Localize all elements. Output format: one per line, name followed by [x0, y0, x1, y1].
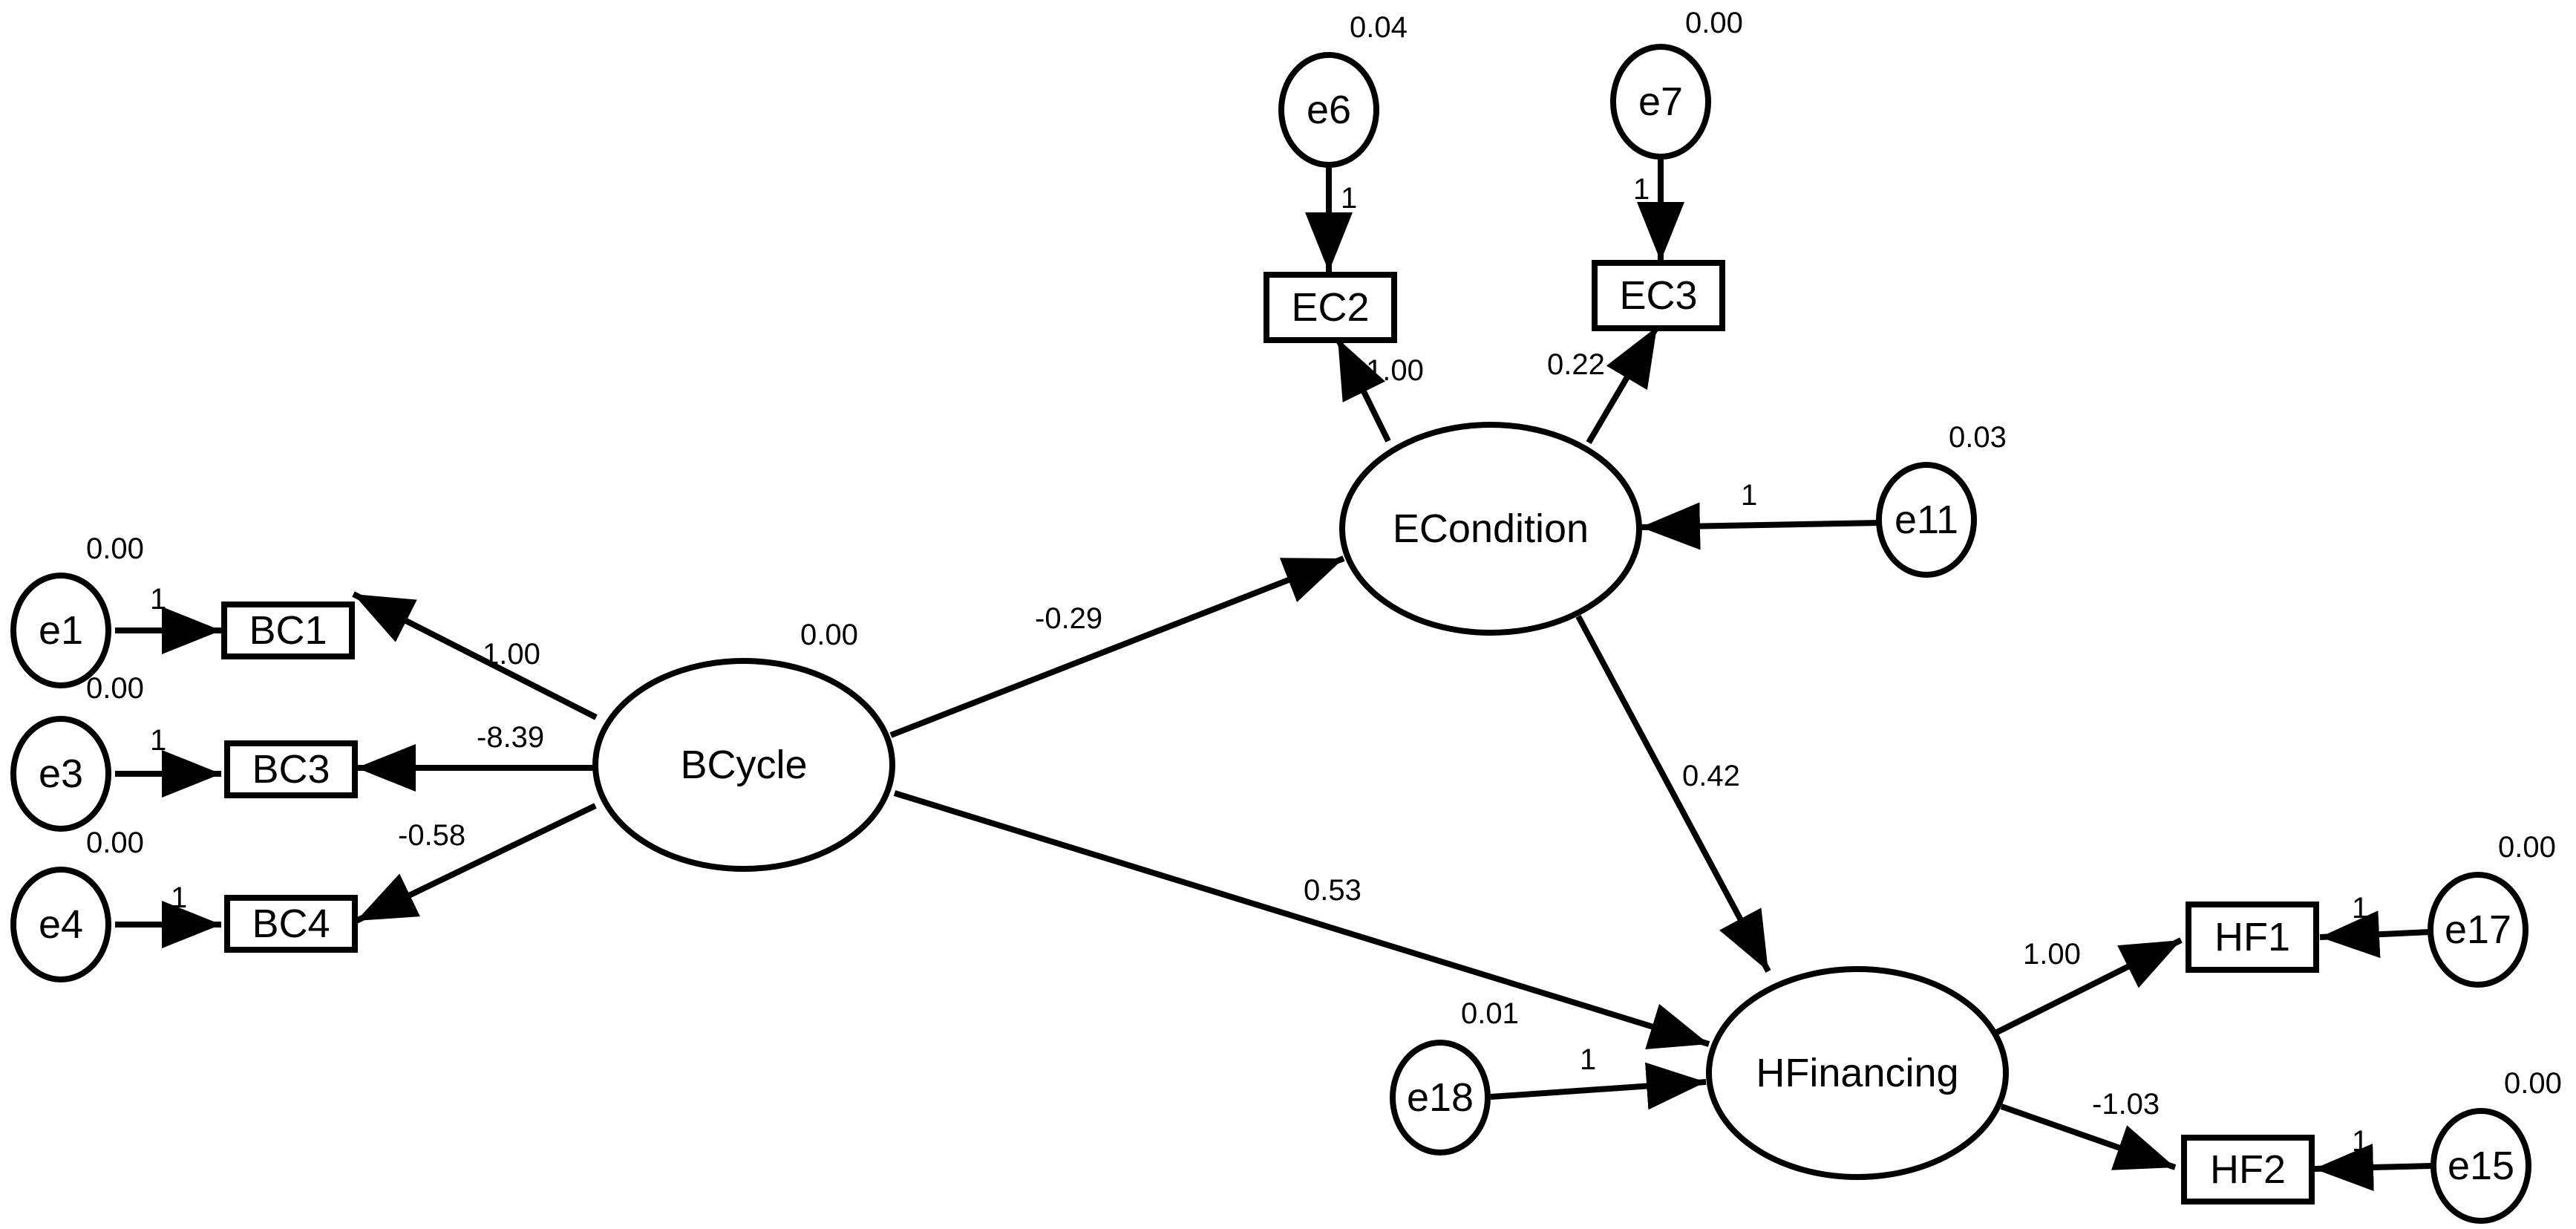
error-path-e15: 1 [2352, 1125, 2368, 1158]
path-BCycle-to-BC1 [352, 591, 598, 720]
error-path-e4: 1 [171, 881, 187, 914]
indicator-ec3-label: EC3 [1619, 273, 1697, 318]
latent-hfinancing-label: HFinancing [1756, 1051, 1958, 1095]
indicator-bc1: BC1 [221, 602, 355, 659]
coef-hfinancing-hf2: -1.03 [2092, 1088, 2160, 1121]
indicator-hf1-label: HF1 [2214, 915, 2290, 959]
error-e15-label: e15 [2448, 1144, 2514, 1188]
error-e11-label: e11 [1895, 498, 1958, 542]
variance-e7: 0.00 [1685, 7, 1743, 39]
error-terms: e1 e3 e4 e6 e7 e11 e17 e15 [10, 44, 2531, 1224]
error-e6-label: e6 [1307, 88, 1351, 132]
error-e3: e3 [10, 716, 111, 832]
coef-bcycle-bc4: -0.58 [398, 819, 465, 852]
error-path-e18: 1 [1580, 1043, 1596, 1076]
indicator-bc3: BC3 [224, 740, 358, 798]
latent-bcycle: BCycle [592, 658, 895, 872]
coef-econdition-ec2: 1.00 [1366, 354, 1424, 387]
path-BCycle-to-HFinancing [893, 790, 1710, 1050]
latent-bcycle-label: BCycle [680, 743, 807, 787]
error-e17: e17 [2428, 872, 2528, 988]
error-path-e17: 1 [2352, 892, 2368, 925]
latent-hfinancing: HFinancing [1706, 966, 2009, 1180]
path-HFinancing-to-HF2 [2000, 1104, 2177, 1170]
indicator-bc4-label: BC4 [252, 902, 330, 946]
error-e11: e11 [1876, 462, 1977, 578]
coef-hfinancing-hf1: 1.00 [2023, 938, 2081, 971]
observed-variables: BC1 BC3 BC4 EC2 EC3 HF1 HF2 [221, 260, 2319, 1204]
variance-e18: 0.01 [1461, 997, 1519, 1030]
error-e6: e6 [1278, 52, 1379, 168]
path-HFinancing-to-HF1 [1995, 937, 2183, 1035]
error-e18: e18 [1390, 1040, 1491, 1155]
path-e18-to-HFinancing [1490, 1062, 1707, 1110]
variance-e4: 0.00 [86, 827, 144, 859]
indicator-ec3: EC3 [1592, 260, 1725, 331]
error-e3-label: e3 [39, 752, 83, 796]
coef-bcycle-econdition: -0.29 [1035, 602, 1102, 635]
error-path-e7: 1 [1633, 173, 1650, 206]
error-path-e1: 1 [150, 583, 166, 616]
path-ECondition-to-HFinancing [1575, 615, 1771, 973]
coef-bcycle-bc3: -8.39 [477, 721, 544, 754]
latent-econdition-label: ECondition [1393, 506, 1589, 551]
error-e7: e7 [1610, 44, 1711, 160]
error-path-e3: 1 [150, 724, 166, 757]
path-BCycle-to-BC4 [355, 803, 597, 924]
coef-econdition-hfinancing: 0.42 [1682, 760, 1740, 792]
error-path-e11: 1 [1741, 479, 1757, 512]
path-ECondition-to-EC3 [1586, 325, 1660, 445]
error-e1-label: e1 [39, 608, 83, 653]
error-path-e6: 1 [1341, 182, 1357, 215]
variance-e11: 0.03 [1949, 421, 2007, 454]
path-coefficients: 1.00 -8.39 -0.58 -0.29 0.53 1.00 0.22 0.… [398, 348, 2160, 1121]
variance-e1: 0.00 [86, 532, 144, 565]
error-e4: e4 [10, 867, 111, 982]
variance-e6: 0.04 [1350, 11, 1408, 44]
indicator-hf2: HF2 [2181, 1135, 2315, 1204]
indicator-ec2-label: EC2 [1291, 285, 1369, 330]
indicator-bc1-label: BC1 [249, 608, 327, 653]
path-e11-to-ECondition [1640, 502, 1880, 550]
path-BCycle-to-ECondition [889, 555, 1345, 738]
latent-econdition: ECondition [1339, 422, 1642, 636]
path-ECondition-to-EC2 [1335, 337, 1391, 443]
indicator-bc4: BC4 [224, 895, 358, 953]
latent-variables: BCycle ECondition HFinancing [592, 422, 2009, 1180]
error-e4-label: e4 [39, 902, 83, 947]
indicator-bc3-label: BC3 [252, 747, 330, 792]
variance-labels: 0.00 0.00 0.00 0.04 0.00 0.03 0.00 0.00 … [86, 7, 2562, 1100]
error-e18-label: e18 [1407, 1075, 1474, 1120]
error-e15: e15 [2430, 1108, 2531, 1224]
variance-e17: 0.00 [2498, 831, 2556, 864]
variance-e15: 0.00 [2504, 1067, 2562, 1100]
variance-bcycle: 0.00 [800, 619, 858, 651]
path-e15-to-HF2 [2313, 1143, 2433, 1191]
variance-e3: 0.00 [86, 672, 144, 705]
indicator-hf2-label: HF2 [2210, 1147, 2286, 1192]
error-e7-label: e7 [1638, 79, 1683, 124]
indicator-hf1: HF1 [2186, 902, 2319, 973]
error-e17-label: e17 [2445, 907, 2511, 952]
edges [115, 152, 2433, 1191]
coef-econdition-ec3: 0.22 [1547, 348, 1605, 381]
error-e1: e1 [10, 573, 111, 688]
path-e17-to-HF1 [2319, 910, 2430, 959]
error-path-labels: 1 1 1 1 1 1 1 1 1 [150, 173, 2368, 1158]
coef-bcycle-hfinancing: 0.53 [1304, 874, 1361, 907]
coef-bcycle-bc1: 1.00 [483, 638, 540, 671]
indicator-ec2: EC2 [1264, 272, 1397, 343]
